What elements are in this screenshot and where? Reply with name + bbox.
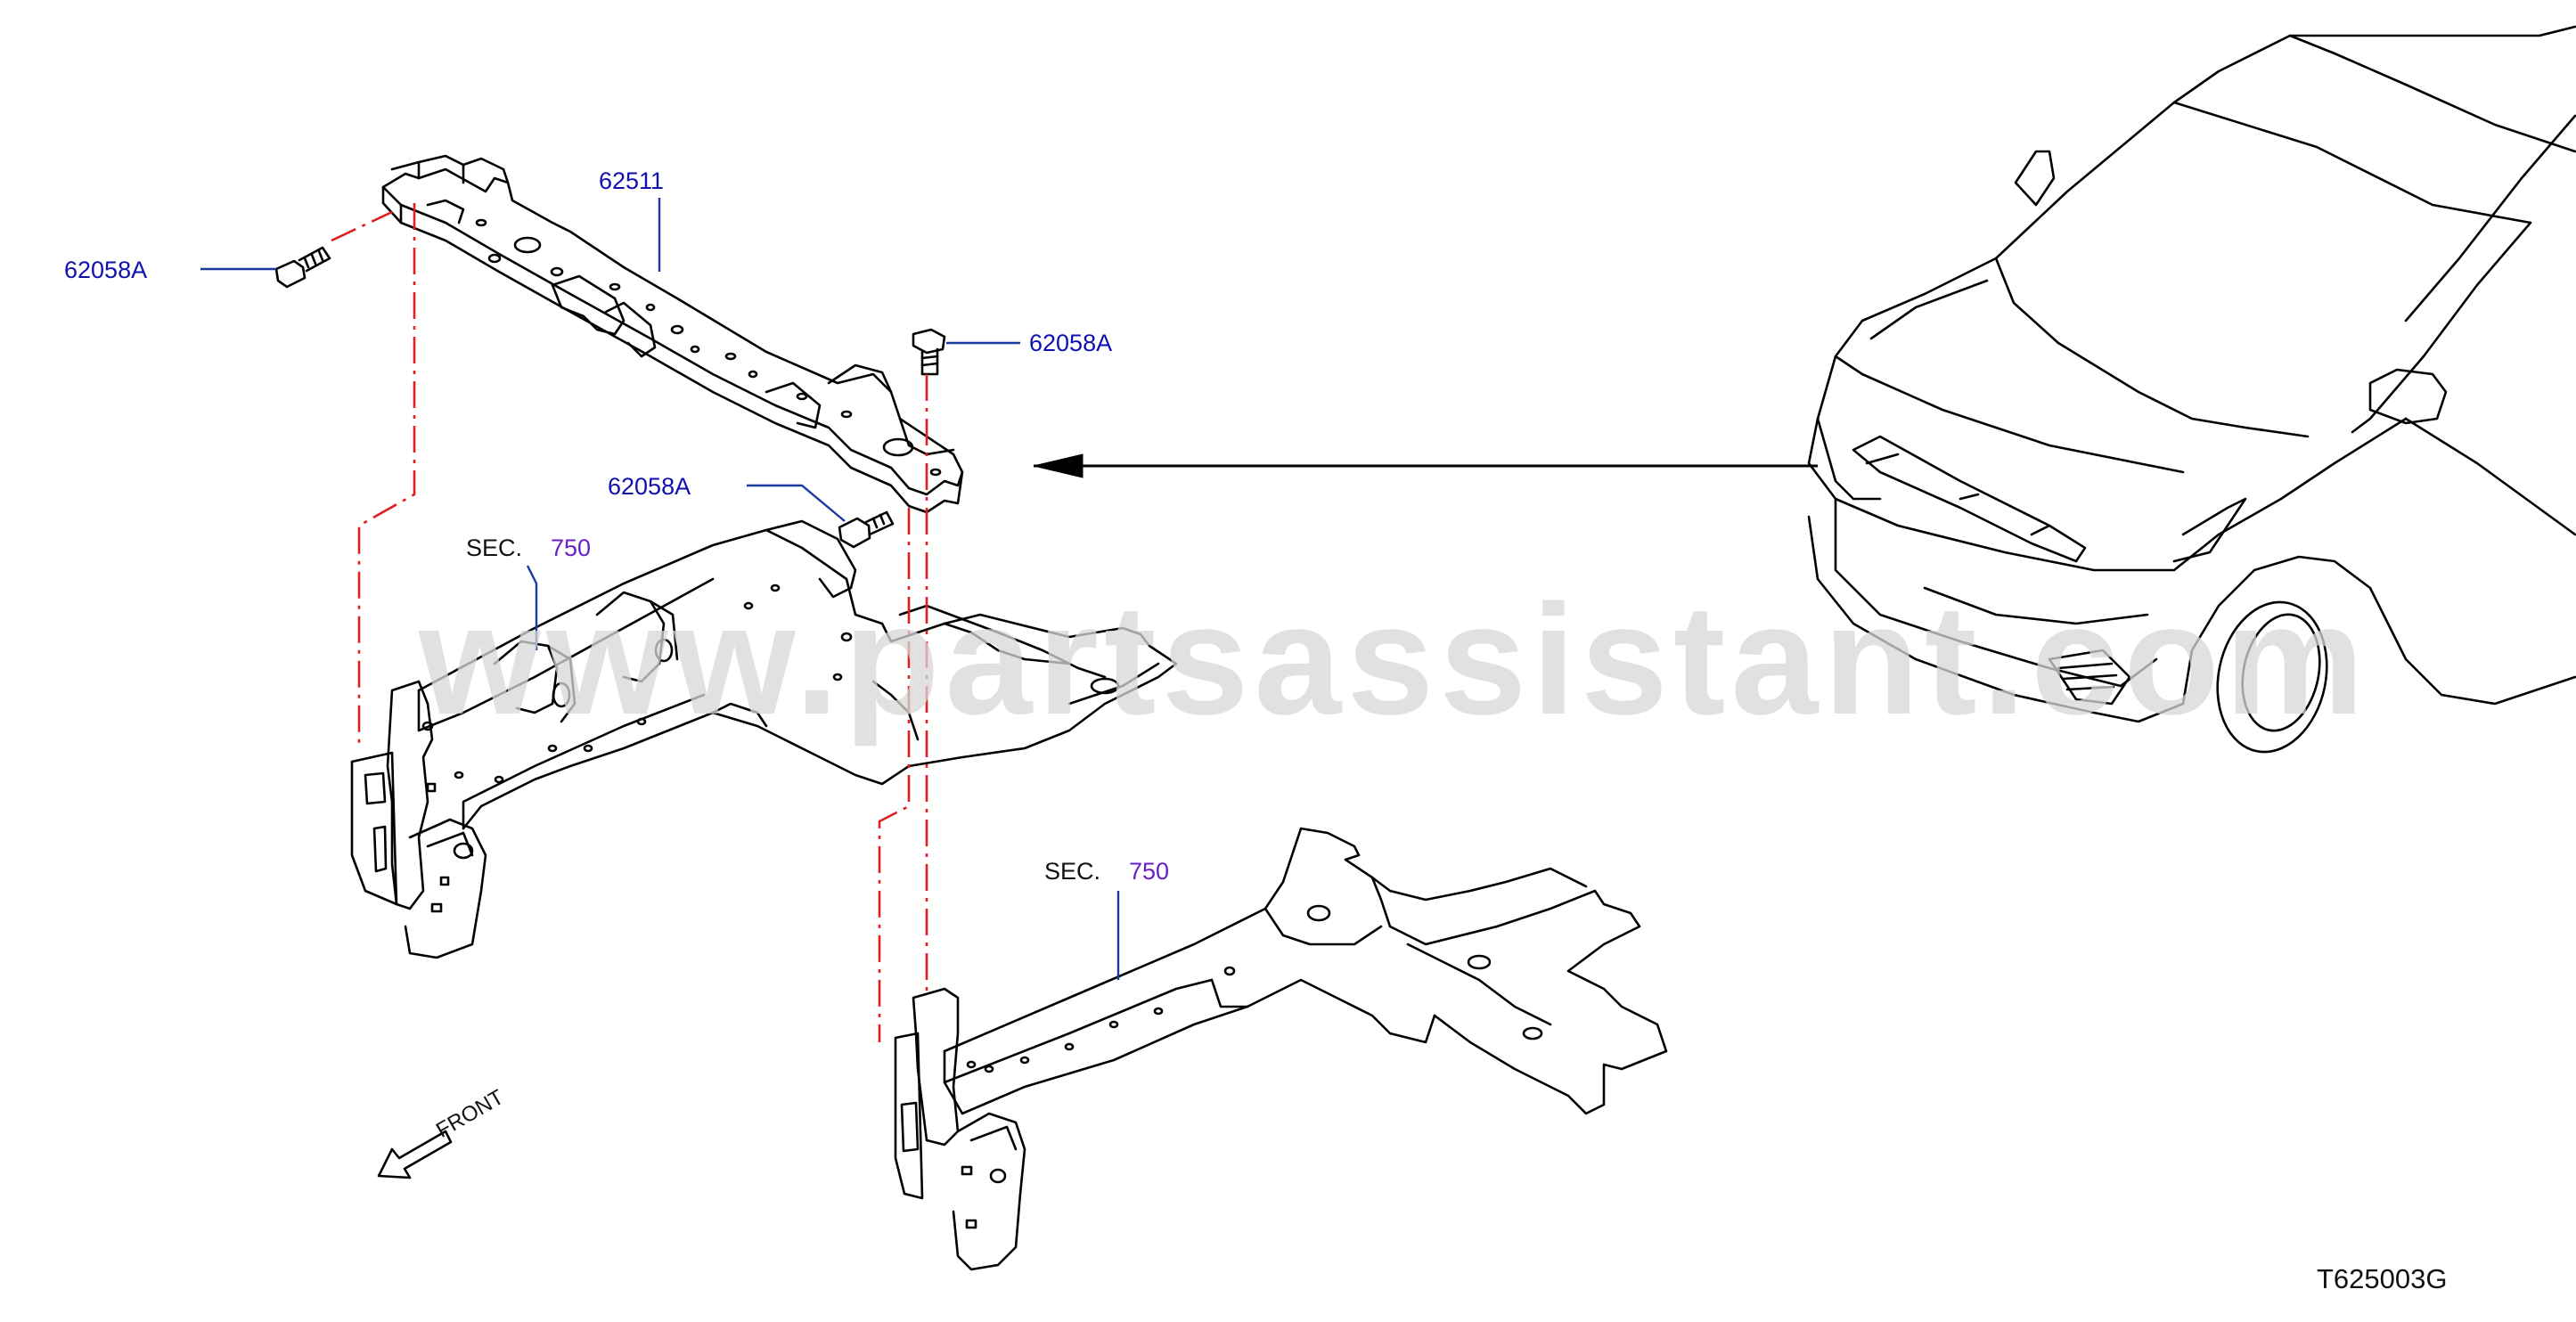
diagram-code: T625003G xyxy=(2317,1263,2448,1294)
front-arrow-icon xyxy=(377,1130,453,1179)
bolt-middle xyxy=(838,510,895,549)
bolt-top-left xyxy=(274,246,331,289)
bolt-right xyxy=(912,328,946,376)
watermark-text: www.partsassistant.com xyxy=(419,573,2370,747)
right-side-member xyxy=(894,827,1668,1271)
left-side-member xyxy=(350,519,1178,959)
vehicle-outline xyxy=(1807,25,2576,754)
label-sec-right: SEC. xyxy=(1044,858,1101,885)
label-bolt-right: 62058A xyxy=(1029,330,1113,356)
view-pointer-arrow xyxy=(1033,453,1818,478)
label-bolt-top-left: 62058A xyxy=(64,257,148,283)
leader-lines xyxy=(200,198,1120,980)
label-sec-left-number: 750 xyxy=(551,535,592,561)
upper-support-member xyxy=(381,154,964,514)
label-bolt-middle: 62058A xyxy=(608,473,691,500)
assembly-guide-lines xyxy=(331,203,928,1042)
label-sec-right-number: 750 xyxy=(1129,858,1170,885)
label-sec-left: SEC. xyxy=(466,535,523,561)
label-member-62511: 62511 xyxy=(599,167,665,194)
